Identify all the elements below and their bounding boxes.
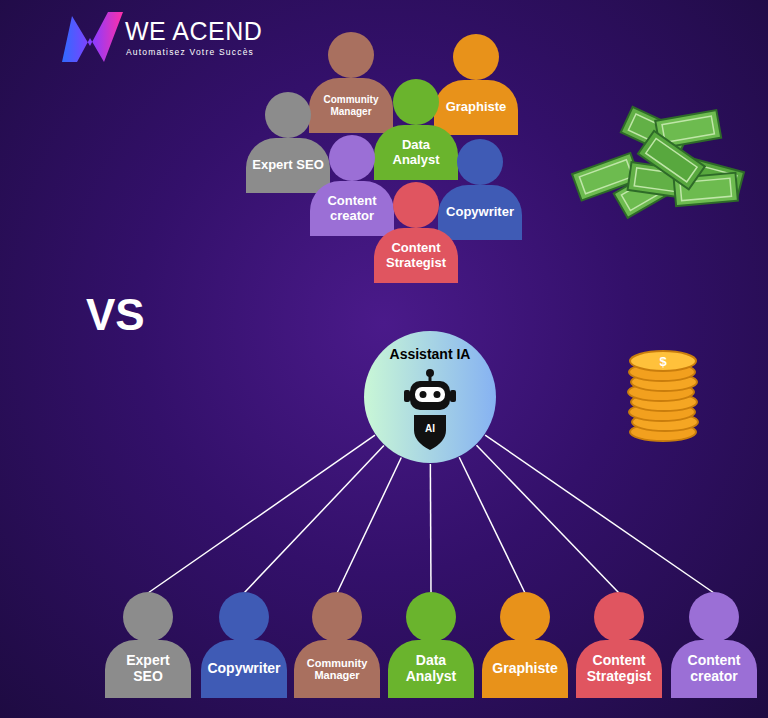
person-head — [312, 592, 362, 642]
coin-stack — [628, 351, 698, 441]
person-node: Data Analyst — [374, 79, 458, 180]
person-label: Content creator — [676, 643, 752, 695]
person-shape — [201, 592, 287, 698]
person-shape — [309, 32, 393, 133]
role-text: Graphiste — [492, 661, 557, 677]
person-node: Content Strategist — [374, 182, 458, 283]
person-label: Copywriter — [443, 188, 517, 237]
person-label: Data Analyst — [379, 128, 453, 177]
person-body — [294, 640, 380, 698]
role-text: Content creator — [315, 194, 389, 223]
person-node: Community Manager — [294, 592, 380, 698]
person-label: Graphiste — [487, 643, 563, 695]
person-shape — [434, 34, 518, 135]
person-body — [576, 640, 662, 698]
person-body — [310, 181, 394, 236]
person-node: Community Manager — [309, 32, 393, 133]
person-head — [265, 92, 311, 138]
person-node: Copywriter — [201, 592, 287, 698]
person-node: Expert SEO — [246, 92, 330, 193]
versus-label: VS — [86, 290, 145, 340]
person-label: Copywriter — [206, 643, 282, 695]
person-head — [594, 592, 644, 642]
person-body — [105, 640, 191, 698]
node-title-text: Assistant IA — [390, 347, 471, 363]
person-body — [374, 228, 458, 283]
person-body — [309, 78, 393, 133]
person-body — [201, 640, 287, 698]
person-body — [388, 640, 474, 698]
person-head — [453, 34, 499, 80]
person-body — [671, 640, 757, 698]
coin-symbol: $ — [659, 354, 666, 369]
person-head — [500, 592, 550, 642]
node-title: Assistant IA — [363, 344, 497, 366]
person-body — [374, 125, 458, 180]
person-label: Content creator — [315, 184, 389, 233]
person-label: Expert SEO — [110, 643, 186, 695]
person-label: Expert SEO — [251, 141, 325, 190]
logo-mark — [62, 12, 123, 62]
connector-line — [477, 445, 619, 593]
role-text: Community Manager — [299, 657, 375, 682]
person-head — [123, 592, 173, 642]
person-shape — [438, 139, 522, 240]
person-head — [457, 139, 503, 185]
person-node: Expert SEO — [105, 592, 191, 698]
connector-line — [337, 458, 401, 593]
logo-tagline: Automatisez Votre Succès — [126, 47, 254, 57]
person-label: Content Strategist — [379, 231, 453, 280]
person-node: Graphiste — [482, 592, 568, 698]
role-text: Data Analyst — [393, 653, 469, 684]
person-node: Data Analyst — [388, 592, 474, 698]
ai-assistant-circle: Assistant IA AI — [363, 330, 497, 464]
person-head — [219, 592, 269, 642]
connector-line — [459, 457, 525, 593]
person-body — [438, 185, 522, 240]
role-text: Expert SEO — [110, 653, 186, 684]
person-label: Data Analyst — [393, 643, 469, 695]
role-text: Copywriter — [446, 205, 514, 220]
role-text: Data Analyst — [379, 138, 453, 167]
person-node: Content Strategist — [576, 592, 662, 698]
role-text: Content Strategist — [379, 241, 453, 270]
person-node: Graphiste — [434, 34, 518, 135]
person-head — [393, 79, 439, 125]
role-text: Copywriter — [207, 661, 280, 677]
role-text: Content creator — [676, 653, 752, 684]
robot-icon — [404, 369, 456, 450]
person-body — [246, 138, 330, 193]
person-label: Graphiste — [439, 83, 513, 132]
person-shape — [294, 592, 380, 698]
person-node: Copywriter — [438, 139, 522, 240]
robot-badge: AI — [414, 420, 446, 438]
role-text: Content Strategist — [581, 653, 657, 684]
person-label: Content Strategist — [581, 643, 657, 695]
role-text: Graphiste — [446, 100, 507, 115]
person-shape — [246, 92, 330, 193]
person-body — [434, 80, 518, 135]
person-head — [689, 592, 739, 642]
person-head — [406, 592, 456, 642]
person-body — [482, 640, 568, 698]
connector-line — [430, 464, 432, 593]
person-node: Content creator — [671, 592, 757, 698]
person-shape — [482, 592, 568, 698]
robot-badge-text: AI — [425, 423, 435, 434]
person-node: Content creator — [310, 135, 394, 236]
circle-fill — [364, 331, 496, 463]
person-head — [329, 135, 375, 181]
connector-line — [244, 446, 384, 593]
connector-line — [485, 435, 714, 593]
logo-name: WE ACEND — [125, 17, 262, 46]
role-text: Community Manager — [314, 94, 388, 116]
role-text: Expert SEO — [252, 158, 324, 173]
person-head — [393, 182, 439, 228]
person-head — [328, 32, 374, 78]
money-pile — [572, 107, 744, 218]
person-label: Community Manager — [299, 643, 375, 695]
person-label: Community Manager — [314, 81, 388, 130]
connector-line — [148, 435, 375, 593]
